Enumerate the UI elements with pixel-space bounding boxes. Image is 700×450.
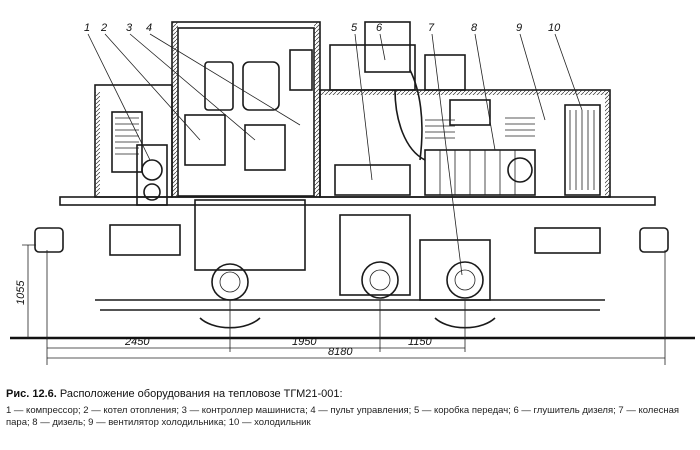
callout-4: 4 [146, 22, 152, 34]
callout-7: 7 [428, 22, 435, 34]
callout-9: 9 [516, 22, 522, 34]
underframe [34, 196, 669, 311]
figure-number: Рис. 12.6. [6, 388, 57, 400]
long-hood [319, 21, 611, 198]
callout-2: 2 [100, 22, 107, 34]
callout-6: 6 [376, 22, 383, 34]
dim-8180: 8180 [328, 346, 353, 358]
dim-height: 1055 [15, 280, 27, 305]
dim-1150: 1150 [408, 336, 433, 348]
dim-2450: 2450 [124, 336, 150, 348]
short-hood [94, 84, 173, 206]
callout-1: 1 [84, 22, 90, 34]
caption-title: Рис. 12.6. Расположение оборудования на … [6, 388, 696, 400]
callout-numbers: 1 2 3 4 5 6 7 8 9 10 [84, 22, 561, 34]
locomotive-drawing: 1 2 3 4 5 6 7 8 9 10 1055 2450 1950 1150… [10, 21, 695, 365]
callout-10: 10 [548, 22, 561, 34]
callout-8: 8 [471, 22, 478, 34]
figure-title: Расположение оборудования на тепловозе Т… [59, 388, 343, 400]
dim-1950: 1950 [292, 336, 317, 348]
figure-caption: Рис. 12.6. Расположение оборудования на … [6, 388, 696, 429]
dimension-lines [22, 244, 666, 365]
caption-legend: 1 — компрессор; 2 — котел отопления; 3 —… [6, 405, 680, 428]
callout-5: 5 [351, 22, 358, 34]
cab [171, 21, 321, 198]
callout-3: 3 [126, 22, 133, 34]
callout-leaders [87, 33, 583, 276]
